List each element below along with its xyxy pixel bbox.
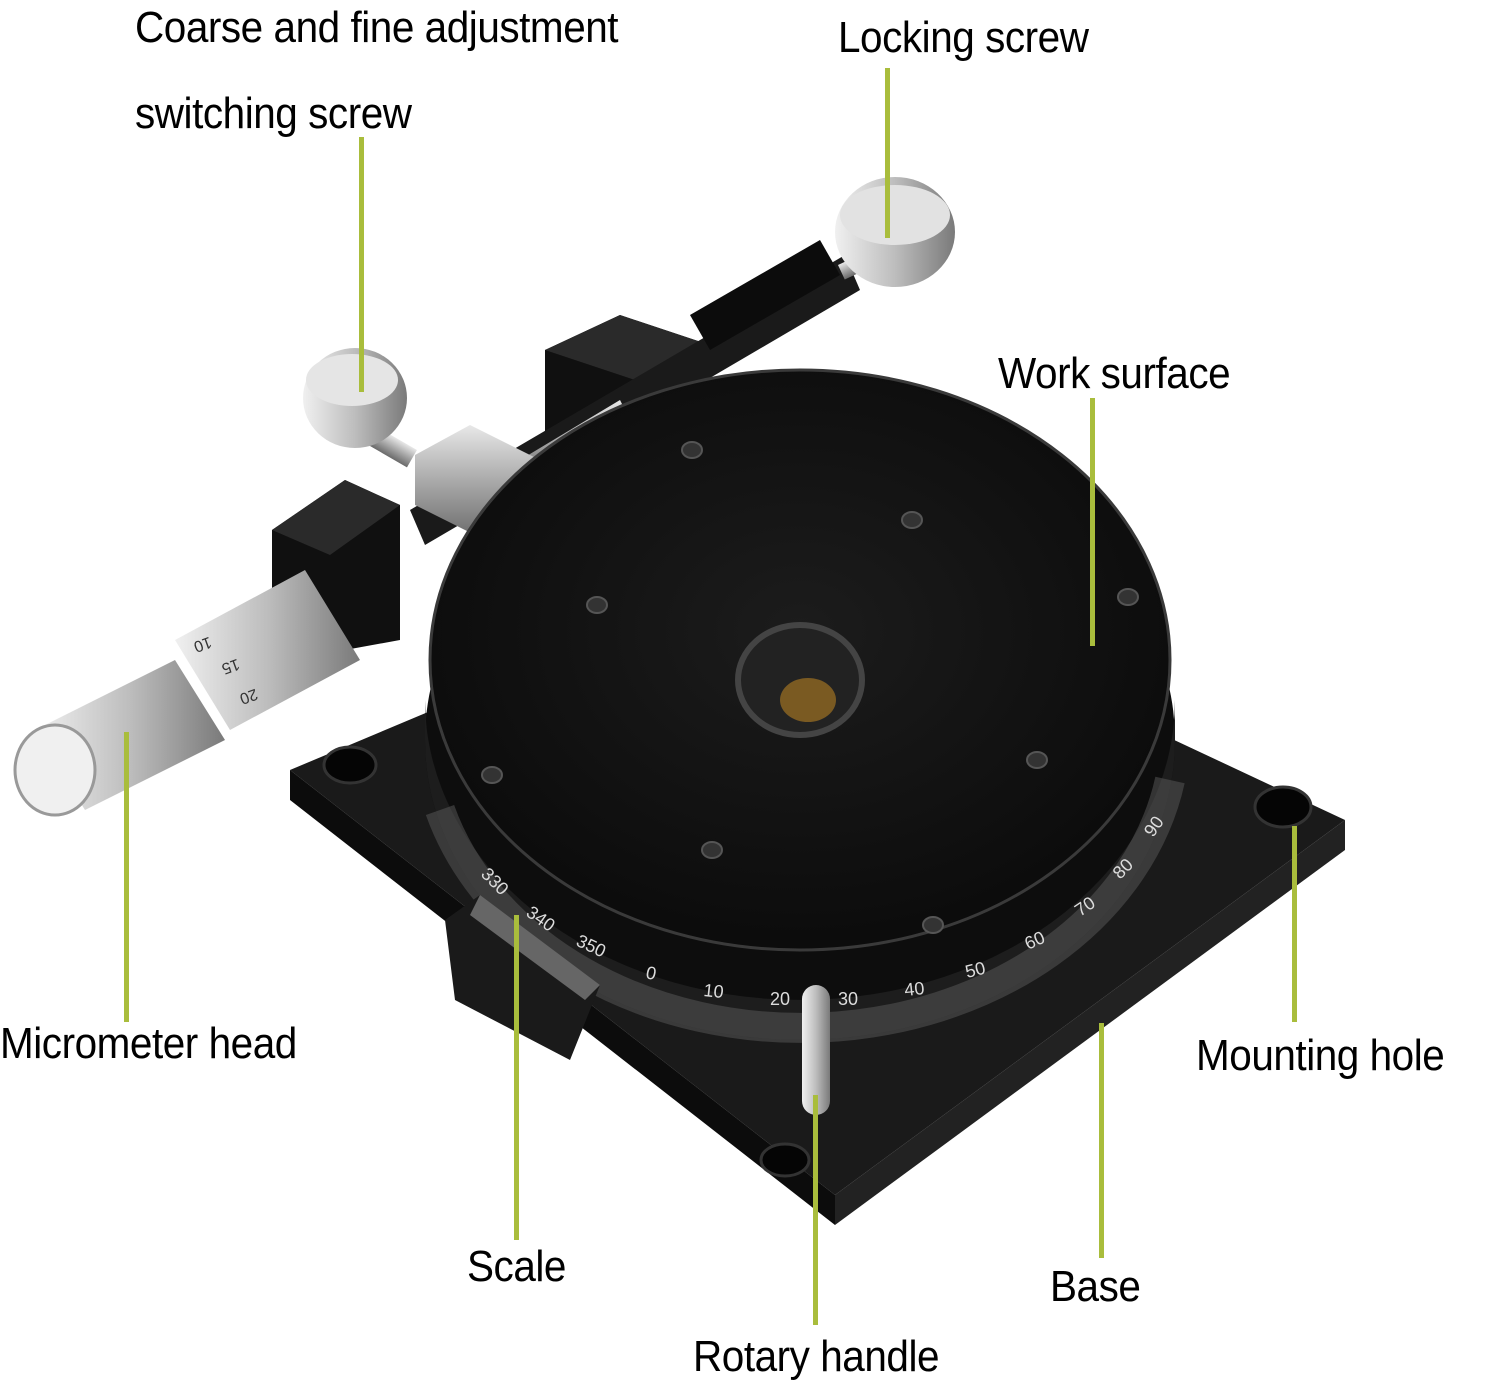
label-micrometer-head: Micrometer head — [0, 1019, 297, 1068]
micrometer-tick: 20 — [237, 685, 260, 707]
label-work-surface: Work surface — [998, 349, 1231, 398]
rotary-handle — [802, 985, 830, 1115]
scale-tick-label: 30 — [838, 989, 858, 1009]
scale-tick-label: 50 — [963, 958, 987, 982]
leader-work-surface — [1090, 398, 1095, 646]
leader-base — [1099, 1023, 1104, 1258]
mounting-hole — [322, 745, 378, 785]
label-mounting-hole: Mounting hole — [1196, 1031, 1445, 1080]
scale-tick-label: 10 — [703, 980, 725, 1002]
leader-rotary-handle — [813, 1095, 818, 1325]
locking-screw-knob — [835, 177, 955, 287]
leader-switching-screw — [359, 137, 364, 392]
micrometer-head: 10 15 20 — [13, 570, 360, 817]
micrometer-tick: 10 — [191, 633, 214, 655]
leader-mounting-hole — [1292, 826, 1297, 1022]
scale-tick-label: 40 — [903, 978, 925, 1000]
leader-micrometer-head — [124, 732, 129, 1022]
label-locking-screw: Locking screw — [838, 13, 1089, 62]
switching-screw-knob — [303, 348, 417, 468]
mounting-hole — [1253, 785, 1313, 829]
label-coarse-fine-line1: Coarse and fine adjustment — [135, 3, 619, 52]
rotary-disk: 330 340 350 0 10 20 30 40 50 60 70 80 90 — [425, 368, 1185, 1115]
scale-tick-label: 20 — [770, 989, 790, 1009]
threaded-holes — [481, 441, 1139, 934]
scale-tick-label: 0 — [644, 962, 658, 984]
label-base: Base — [1050, 1262, 1141, 1311]
leader-scale — [514, 915, 519, 1240]
mounting-hole — [759, 1142, 811, 1178]
micrometer-tick: 15 — [219, 655, 242, 677]
vernier-block — [445, 895, 600, 1060]
label-rotary-handle: Rotary handle — [693, 1332, 940, 1381]
label-coarse-fine-line2: switching screw — [135, 89, 412, 138]
leader-locking-screw — [885, 68, 890, 238]
label-scale: Scale — [467, 1242, 566, 1291]
